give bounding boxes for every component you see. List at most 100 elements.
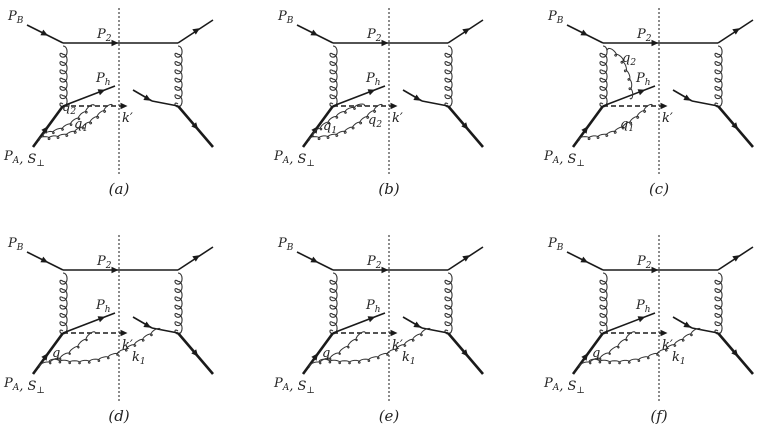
label-kprime: k′ [392, 111, 403, 126]
top-right-arrow [192, 255, 200, 262]
ph-line [62, 312, 116, 334]
incoming-pa-line [31, 105, 65, 148]
bottom-right-arrow [461, 122, 469, 130]
label-q2: q2 [622, 51, 636, 68]
label-pa: PA, S⊥ [3, 149, 45, 169]
left-gluon [599, 272, 608, 335]
kprime-arrow [660, 329, 668, 337]
label-pb: PB [547, 236, 564, 253]
pb-arrow [40, 29, 49, 36]
ph-line [602, 312, 656, 334]
left-gluon [329, 272, 338, 335]
gluon-q1 [38, 103, 113, 141]
label-kprime: k′ [662, 111, 673, 126]
label-q2: q2 [62, 100, 76, 117]
label-ph: Ph [95, 298, 111, 315]
pb-arrow [40, 256, 49, 263]
label-pb: PB [7, 9, 24, 26]
label-ph: Ph [635, 71, 651, 88]
incoming-pa-line [301, 332, 335, 375]
right-inner-join [421, 100, 449, 107]
ph-arrow [637, 316, 646, 323]
left-gluon [599, 45, 608, 108]
label-q1: q1 [323, 119, 337, 136]
right-inner-join [151, 100, 179, 107]
gluon-q1 [578, 103, 653, 141]
right-inner-join [691, 100, 719, 107]
p2-arrow [381, 266, 389, 274]
ph-arrow [637, 89, 646, 96]
caption-e: (e) [379, 407, 400, 425]
inner-arrow [683, 94, 692, 101]
label-kprime: k′ [392, 338, 403, 353]
caption-d: (d) [108, 407, 129, 425]
label-pb: PB [277, 236, 294, 253]
p2-arrow [381, 39, 389, 47]
right-gluon [714, 45, 723, 108]
ph-arrow [367, 89, 376, 96]
top-right-arrow [732, 28, 740, 35]
ph-arrow [97, 316, 106, 323]
gluon-q2 [308, 103, 383, 141]
label-q1: q1 [620, 117, 634, 134]
caption-a: (a) [109, 180, 130, 198]
inner-arrow [683, 321, 692, 328]
ph-arrow [367, 316, 376, 323]
pb-arrow [310, 256, 319, 263]
ph-line [332, 312, 386, 334]
label-pb: PB [7, 236, 24, 253]
label-k1: k1 [672, 350, 686, 367]
caption-c: (c) [649, 180, 669, 198]
p2-arrow [111, 39, 119, 47]
label-pb: PB [547, 9, 564, 26]
gluon-k1 [48, 327, 161, 365]
gluon-q [38, 331, 96, 368]
label-q: q [52, 346, 60, 361]
p2-arrow [111, 266, 119, 274]
label-k1: k1 [402, 350, 416, 367]
label-p2: P2 [96, 254, 112, 271]
top-right-arrow [462, 28, 470, 35]
label-q1: q1 [74, 117, 88, 134]
pa-arrow [581, 126, 589, 134]
top-right-arrow [732, 255, 740, 262]
kprime-arrow [120, 102, 128, 110]
bottom-right-arrow [731, 349, 739, 357]
label-p2: P2 [366, 254, 382, 271]
label-ph: Ph [95, 71, 111, 88]
label-p2: P2 [96, 27, 112, 44]
right-gluon [174, 45, 183, 108]
ph-arrow [97, 89, 106, 96]
inner-arrow [413, 321, 422, 328]
label-kprime: k′ [662, 338, 673, 353]
gluon-k1 [588, 327, 701, 365]
label-pa: PA, S⊥ [3, 376, 45, 396]
gluon-q1 [312, 103, 365, 137]
p2-arrow [651, 266, 659, 274]
gluon-k1 [318, 327, 431, 365]
pa-arrow [41, 353, 49, 361]
label-kprime: k′ [122, 111, 133, 126]
label-p2: P2 [366, 27, 382, 44]
inner-arrow [143, 321, 152, 328]
top-right-arrow [462, 255, 470, 262]
label-p2: P2 [636, 27, 652, 44]
gluon-q2 [42, 104, 95, 137]
caption-f: (f) [650, 407, 667, 425]
label-pa: PA, S⊥ [543, 149, 585, 169]
label-ph: Ph [365, 71, 381, 88]
label-q: q [592, 346, 600, 361]
right-gluon [714, 272, 723, 335]
right-gluon [174, 272, 183, 335]
incoming-pa-line [31, 332, 65, 375]
kprime-arrow [120, 329, 128, 337]
label-pa: PA, S⊥ [273, 376, 315, 396]
p2-arrow [651, 39, 659, 47]
bottom-right-arrow [191, 122, 199, 130]
